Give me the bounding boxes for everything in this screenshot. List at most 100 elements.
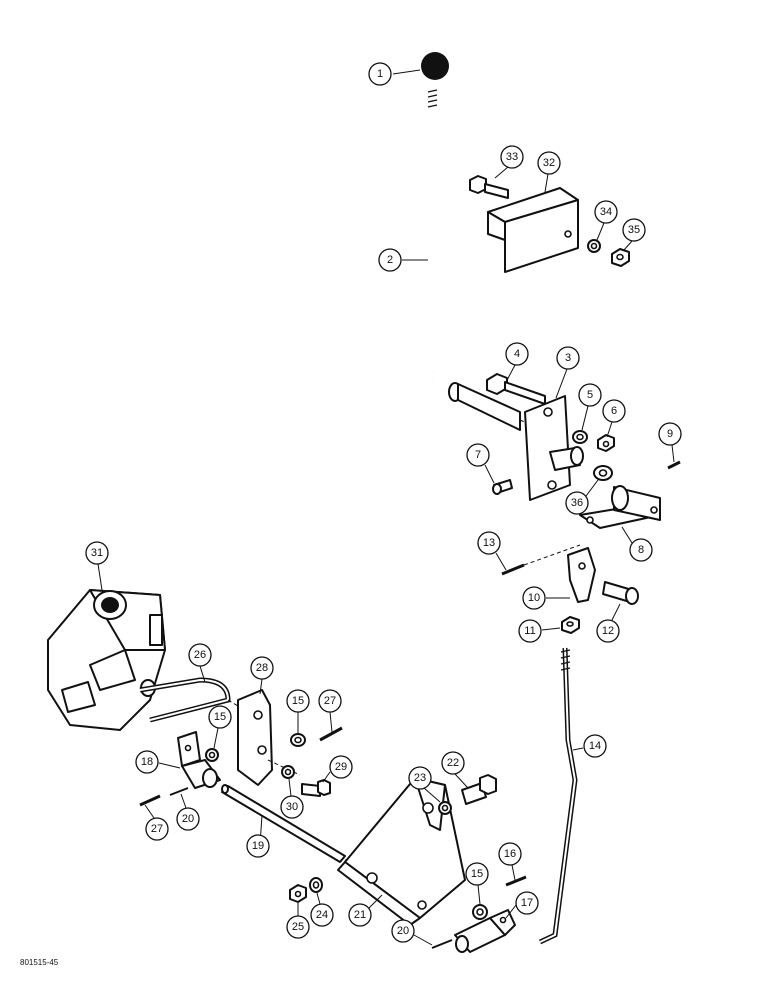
callout-33: 33: [494, 145, 524, 179]
mounting-plate-part: [524, 395, 571, 501]
callout-30: 30: [280, 778, 304, 819]
callout-20a: 20: [176, 793, 200, 831]
svg-text:20: 20: [182, 813, 194, 825]
callout-13: 13: [477, 531, 507, 571]
svg-text:30: 30: [286, 801, 298, 813]
svg-text:15: 15: [471, 868, 483, 880]
bracket-part: [337, 777, 466, 926]
valve-body-part: [47, 589, 166, 731]
svg-text:34: 34: [600, 206, 612, 218]
pin-27a-part: [139, 794, 161, 807]
figure-reference-number: 801515-45: [20, 958, 59, 967]
svg-text:21: 21: [354, 909, 366, 921]
cotter-pin-13-part: [501, 544, 581, 576]
callout-14: 14: [572, 734, 607, 758]
washer-15b-part: [290, 733, 306, 747]
lower-link-block-part: [454, 909, 516, 953]
svg-text:25: 25: [292, 921, 304, 933]
shift-lever-part: [427, 88, 561, 439]
clevis-part: [567, 547, 596, 603]
washer-15a-part: [205, 748, 219, 762]
svg-text:36: 36: [571, 497, 583, 509]
svg-text:16: 16: [504, 848, 516, 860]
callout-7: 7: [466, 443, 495, 484]
svg-text:5: 5: [587, 389, 593, 401]
bolt-29-part: [301, 779, 331, 797]
callout-12: 12: [596, 603, 621, 643]
svg-text:33: 33: [506, 151, 518, 163]
callout-11: 11: [518, 619, 561, 643]
svg-text:15: 15: [292, 695, 304, 707]
svg-text:26: 26: [194, 649, 206, 661]
bolt-22-part: [461, 774, 497, 805]
bolt-33-part: [469, 175, 509, 199]
svg-text:32: 32: [543, 157, 555, 169]
svg-text:3: 3: [565, 352, 571, 364]
callouts-layer: 1 2 3 4 5 6 7: [85, 62, 682, 946]
svg-text:2: 2: [387, 254, 393, 266]
svg-text:15: 15: [214, 711, 226, 723]
callout-1: 1: [368, 62, 421, 86]
svg-text:6: 6: [611, 405, 617, 417]
callout-34: 34: [594, 200, 618, 241]
pin-20b-part: [431, 939, 453, 949]
callout-20b: 20: [391, 919, 433, 946]
svg-text:35: 35: [628, 224, 640, 236]
callout-32: 32: [537, 151, 561, 193]
upper-bracket-part: [487, 187, 579, 273]
callout-17: 17: [505, 891, 539, 919]
callout-19: 19: [246, 814, 270, 858]
svg-text:8: 8: [638, 544, 644, 556]
svg-text:4: 4: [514, 348, 520, 360]
svg-text:9: 9: [667, 428, 673, 440]
callout-3: 3: [555, 346, 580, 399]
arm-8-part: [579, 485, 661, 529]
callout-23: 23: [408, 766, 441, 803]
svg-text:11: 11: [524, 625, 535, 637]
callout-6: 6: [602, 399, 626, 438]
svg-text:29: 29: [335, 761, 347, 773]
svg-text:27: 27: [151, 823, 163, 835]
svg-text:19: 19: [252, 840, 264, 852]
callout-29: 29: [322, 755, 353, 783]
callout-25: 25: [286, 902, 310, 939]
callout-15a: 15: [208, 705, 232, 749]
parts-layer: [47, 52, 681, 953]
bushing-part: [549, 446, 584, 471]
clevis-pin-part: [602, 581, 639, 605]
washer-36-part: [593, 465, 613, 481]
svg-text:7: 7: [475, 449, 481, 461]
svg-text:1: 1: [377, 68, 383, 80]
callout-8: 8: [621, 526, 653, 562]
nut-25-part: [289, 884, 307, 903]
svg-text:31: 31: [91, 547, 103, 559]
svg-text:14: 14: [589, 740, 601, 752]
svg-text:17: 17: [521, 897, 533, 909]
callout-9: 9: [658, 422, 682, 463]
callout-27b: 27: [318, 689, 342, 733]
washer-15c-part: [472, 904, 488, 920]
washer-24-part: [309, 877, 323, 893]
control-rod-part: [538, 647, 578, 945]
screw-7-part: [492, 479, 513, 495]
washer-5-part: [572, 430, 588, 444]
callout-10: 10: [522, 586, 570, 610]
svg-text:22: 22: [447, 757, 459, 769]
nut-11-part: [561, 616, 580, 634]
callout-5: 5: [578, 383, 602, 431]
washer-34-part: [587, 239, 601, 253]
callout-26: 26: [188, 643, 212, 683]
callout-16: 16: [498, 842, 522, 881]
svg-text:10: 10: [528, 592, 540, 604]
callout-2: 2: [378, 248, 428, 272]
u-link-part: [139, 677, 249, 723]
callout-22: 22: [441, 751, 469, 789]
svg-text:20: 20: [397, 925, 409, 937]
callout-4: 4: [504, 342, 529, 385]
callout-15b: 15: [286, 689, 310, 733]
pin-16-part: [505, 875, 527, 887]
callout-15c: 15: [465, 862, 489, 905]
callout-27a: 27: [144, 804, 169, 841]
knob-part: [421, 52, 449, 80]
